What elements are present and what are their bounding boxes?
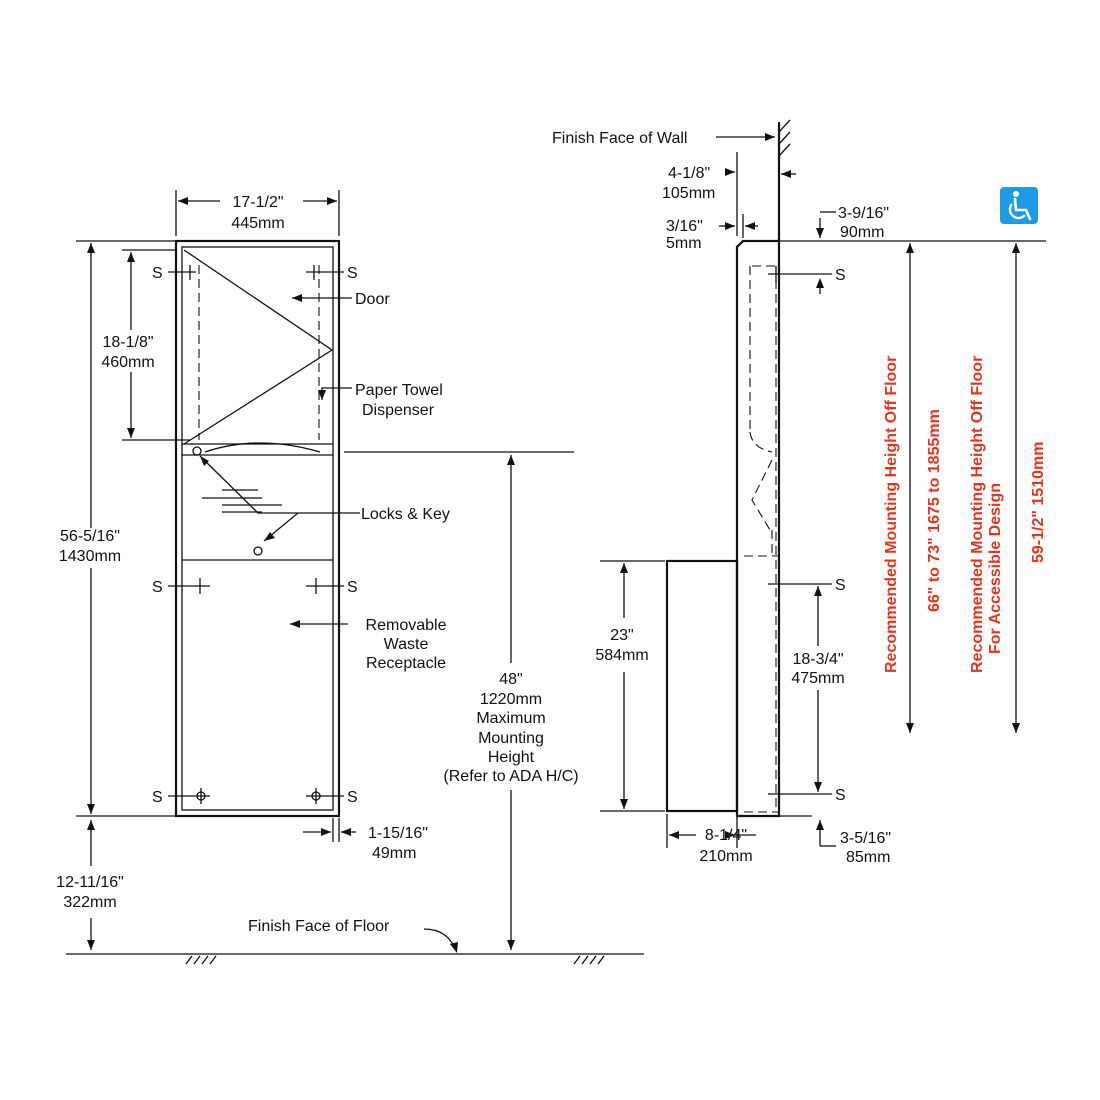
waste-label-3: Receptacle <box>366 655 446 672</box>
overall-mm: 1430mm <box>59 548 121 565</box>
bottom-in: 12-11/16" <box>56 874 124 891</box>
locks-label: Locks & Key <box>361 506 450 523</box>
side-cabinet <box>735 239 781 818</box>
upper-mm: 460mm <box>101 354 154 371</box>
acc-height-label-1: Recommended Mounting Height Off Floor <box>969 356 986 673</box>
side-view: Finish Face of Wall S S S 4-1/8" 105mm <box>552 119 1046 866</box>
towel-label-2: Dispenser <box>362 402 435 419</box>
flange-mm: 49mm <box>372 845 416 862</box>
wall-label: Finish Face of Wall <box>552 130 687 147</box>
floor-leader <box>423 928 457 952</box>
acc-height-label-2: For Accessible Design <box>987 483 1004 654</box>
waste-label-2: Waste <box>384 636 429 653</box>
waste-lock <box>253 546 263 556</box>
screw-spacing-in: 18-3/4" <box>792 651 843 668</box>
acc-height-value: 59-1/2" 1510mm <box>1030 442 1047 563</box>
overall-in: 56-5/16" <box>60 528 120 545</box>
towel-slot <box>204 442 321 453</box>
max-height-in: 48" <box>499 671 522 688</box>
depth-in: 4-1/8" <box>668 165 710 182</box>
rec-height-label: Recommended Mounting Height Off Floor <box>883 356 900 673</box>
screw-mark: S <box>347 265 358 282</box>
towel-label-1: Paper Towel <box>355 382 443 399</box>
wheelchair-accessible-icon <box>1000 187 1038 224</box>
depth-mm: 105mm <box>662 185 715 202</box>
screw-mark: S <box>347 789 358 806</box>
width-mm: 445mm <box>231 215 284 232</box>
bin-height-mm: 584mm <box>595 647 648 664</box>
max-height-line5: Height <box>488 749 535 766</box>
floor-label: Finish Face of Floor <box>248 918 390 935</box>
screw-mark: S <box>152 579 163 596</box>
flange-side-mm: 5mm <box>666 235 702 252</box>
waste-label-1: Removable <box>366 617 447 634</box>
bin-depth-in: 8-1/4" <box>705 827 747 844</box>
front-screws <box>168 265 344 804</box>
front-view: S S S S S S 17-1/2" 445mm 56-5/16" 1430m… <box>56 190 450 950</box>
side-screw-mark: S <box>835 267 846 284</box>
max-height-line6: (Refer to ADA H/C) <box>443 768 578 785</box>
dispenser-lock <box>192 446 202 456</box>
screw-spacing-mm: 475mm <box>791 670 844 687</box>
bottom-side-mm: 85mm <box>846 849 890 866</box>
bottom-side-in: 3-5/16" <box>840 830 891 847</box>
width-in: 17-1/2" <box>232 194 283 211</box>
door-swing-lines <box>183 249 334 445</box>
max-mounting-height: 48" 1220mm Maximum Mounting Height (Refe… <box>344 451 579 950</box>
screw-mark: S <box>152 789 163 806</box>
side-screw-mark: S <box>835 577 846 594</box>
rec-height-value: 66" to 73" 1675 to 1855mm <box>926 409 943 612</box>
locks-leader <box>199 455 360 514</box>
top-side-mm: 90mm <box>840 224 884 241</box>
side-screw-mark: S <box>835 787 846 804</box>
max-height-line3: Maximum <box>476 710 545 727</box>
flange-in: 1-15/16" <box>368 825 428 842</box>
bin-height-in: 23" <box>610 627 633 644</box>
cabinet-inner <box>181 246 334 811</box>
screw-mark: S <box>347 579 358 596</box>
floor-line <box>66 928 644 965</box>
top-side-in: 3-9/16" <box>838 205 889 222</box>
bottom-mm: 322mm <box>63 894 116 911</box>
door-label: Door <box>355 291 390 308</box>
screw-mark: S <box>152 265 163 282</box>
towel-leader <box>321 387 352 400</box>
max-height-line4: Mounting <box>478 730 544 747</box>
upper-in: 18-1/8" <box>102 334 153 351</box>
cabinet-flange <box>174 239 341 818</box>
side-waste-bin <box>665 559 739 813</box>
bin-depth-mm: 210mm <box>699 848 752 865</box>
recommended-heights: Recommended Mounting Height Off Floor 66… <box>883 187 1047 733</box>
max-height-mm: 1220mm <box>480 691 542 708</box>
flange-side-in: 3/16" <box>666 218 703 235</box>
